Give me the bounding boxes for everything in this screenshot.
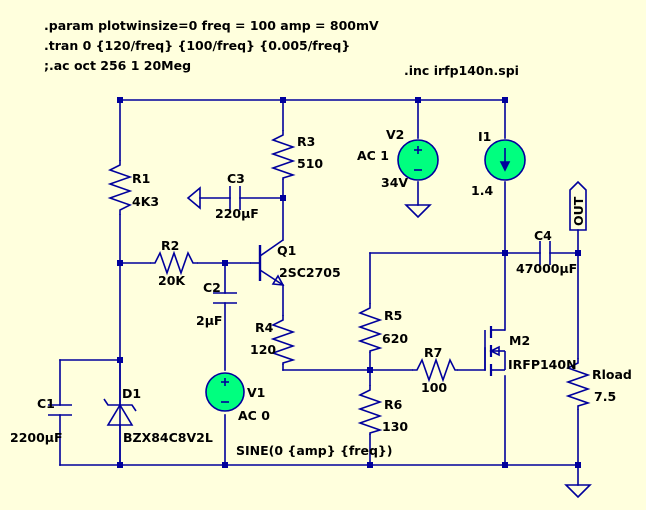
r4-value: 120 [250,342,276,357]
out-port[interactable]: OUT [569,180,587,231]
r2-label: R2 [161,238,179,253]
r7-label: R7 [424,345,442,360]
q1-label: Q1 [277,243,296,258]
c2-value: 2µF [196,313,222,328]
ground-c3 [186,186,201,210]
npn-transistor-q1[interactable]: Q1 2SC2705 [250,239,341,286]
c1-value: 2200µF [10,430,63,445]
r5-label: R5 [384,308,402,323]
v2-value: 34V [381,175,408,190]
resistor-r7[interactable]: R7 100 [412,345,458,395]
v2-ac: AC 1 [357,148,389,163]
q1-value: 2SC2705 [279,265,341,280]
c1-label: C1 [37,396,55,411]
r3-value: 510 [297,156,323,171]
rload-label: Rload [592,367,632,382]
r1-label: R1 [132,171,150,186]
nmos-transistor-m2[interactable]: M2 IRFP140N [484,326,577,376]
m2-value: IRFP140N [508,357,577,372]
inc-directive: .inc irfp140n.spi [404,63,519,78]
r3-label: R3 [297,134,315,149]
ground-v2 [404,204,432,219]
r5-value: 620 [382,331,408,346]
resistor-r2[interactable]: R2 20K [150,238,198,288]
zener-diode-d1[interactable]: D1 BZX84C8V2L [103,386,213,466]
voltage-source-v2[interactable]: V2 AC 1 34V [357,127,439,190]
ac-directive: ;.ac oct 256 1 20Meg [44,58,191,73]
c4-label: C4 [534,228,552,243]
d1-value: BZX84C8V2L [123,430,213,445]
v2-label: V2 [386,127,404,142]
resistor-r1[interactable]: R1 4K3 [107,160,159,215]
tran-directive: .tran 0 {120/freq} {100/freq} {0.005/fre… [44,38,350,53]
r6-value: 130 [382,419,408,434]
r2-value: 20K [158,273,186,288]
capacitor-c3[interactable]: C3 220µF [215,171,259,221]
junction-dots [117,97,581,468]
param-directive: .param plotwinsize=0 freq = 100 amp = 80… [44,18,379,33]
resistor-r6[interactable]: R6 130 [357,385,408,435]
c4-value: 47000µF [516,261,577,276]
r7-value: 100 [421,380,447,395]
v1-value: AC 0 [238,408,270,423]
r1-value: 4K3 [132,194,159,209]
c2-label: C2 [203,280,221,295]
v1-sine: SINE(0 {amp} {freq}) [236,443,393,458]
i1-label: I1 [478,129,491,144]
resistor-r4[interactable]: R4 120 [250,315,296,365]
i1-value: 1.4 [471,183,493,198]
capacitor-c4[interactable]: C4 47000µF [516,228,577,276]
rload-value: 7.5 [594,389,616,404]
d1-label: D1 [122,386,141,401]
resistor-r5[interactable]: R5 620 [357,303,408,353]
resistor-r3[interactable]: R3 510 [270,130,323,180]
v1-label: V1 [247,385,265,400]
c3-label: C3 [227,171,245,186]
voltage-source-v1[interactable]: V1 AC 0 SINE(0 {amp} {freq}) [205,372,393,458]
r4-label: R4 [255,320,274,335]
current-source-i1[interactable]: I1 1.4 [471,129,526,198]
r6-label: R6 [384,397,403,412]
resistor-rload[interactable]: Rload 7.5 [565,358,632,410]
capacitor-c1[interactable]: C1 2200µF [10,396,72,445]
ground-bottom [564,484,592,499]
c3-value: 220µF [215,206,259,221]
capacitor-c2[interactable]: C2 2µF [196,280,237,328]
m2-label: M2 [509,333,530,348]
out-label: OUT [571,196,586,226]
